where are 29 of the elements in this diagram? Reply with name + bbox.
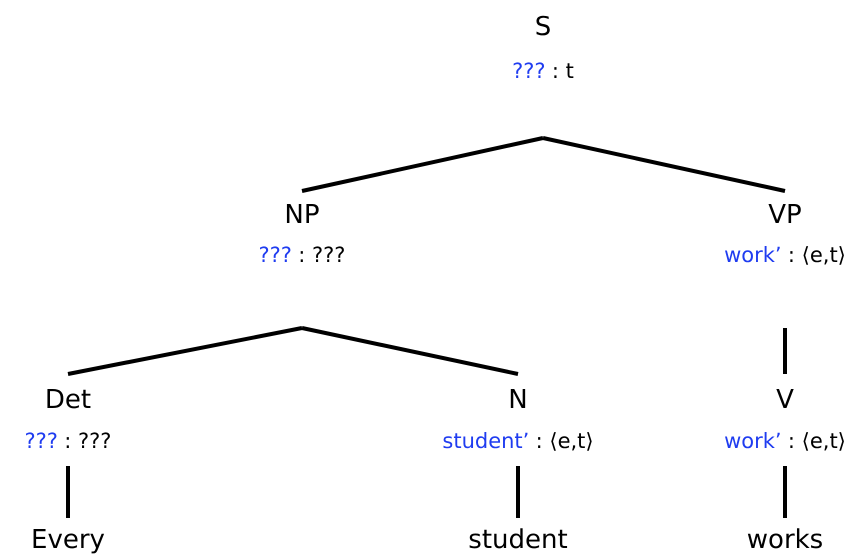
tree-branch-line xyxy=(302,326,518,376)
leaf-word: works xyxy=(746,525,824,555)
semantic-type: : ??? xyxy=(298,243,346,267)
category-label: Det xyxy=(44,385,92,415)
category-label: V xyxy=(776,385,794,415)
semantic-type: : t xyxy=(552,59,574,83)
tree-branch-line xyxy=(783,328,787,374)
tree-branch-line xyxy=(516,466,520,518)
category-label: N xyxy=(508,385,528,415)
semantic-type: : ??? xyxy=(64,429,112,453)
tree-branch-line xyxy=(783,466,787,518)
semantic-term: ??? xyxy=(512,59,546,83)
semantic-term: work’ xyxy=(724,243,782,267)
tree-branch-line xyxy=(68,326,302,376)
tree-branch-line xyxy=(542,136,786,193)
leaf-word: student xyxy=(468,525,568,555)
tree-branch-line xyxy=(302,136,544,193)
leaf-word: Every xyxy=(31,525,105,555)
semantic-term: student’ xyxy=(442,429,530,453)
semantic-type: : ⟨e,t⟩ xyxy=(788,429,846,453)
semantic-type: : ⟨e,t⟩ xyxy=(788,243,846,267)
semantic-type: : ⟨e,t⟩ xyxy=(536,429,594,453)
semantic-term: work’ xyxy=(724,429,782,453)
tree-branch-line xyxy=(66,466,70,518)
semantic-term: ??? xyxy=(258,243,292,267)
category-label: NP xyxy=(284,200,320,230)
category-label: S xyxy=(534,12,552,42)
category-label: VP xyxy=(768,200,802,230)
semantic-term: ??? xyxy=(24,429,58,453)
